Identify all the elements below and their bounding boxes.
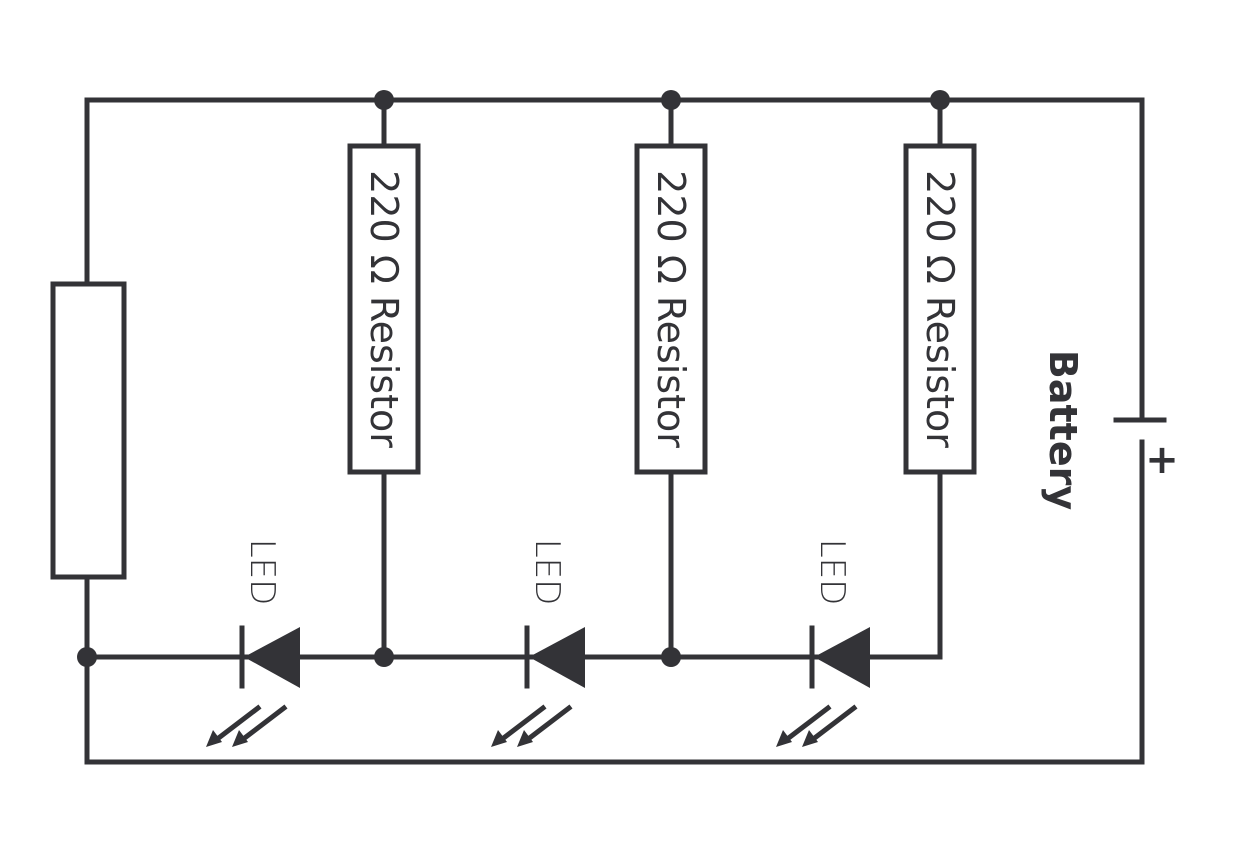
battery-label: Battery bbox=[1041, 350, 1085, 510]
junction-dot bbox=[374, 647, 394, 667]
resistor-label: 220 Ω Resistor bbox=[649, 170, 693, 448]
resistor-1: 220 Ω Resistor bbox=[347, 143, 421, 475]
light-emission-arrows-icon bbox=[776, 704, 858, 747]
junction-dot bbox=[930, 90, 950, 110]
light-emission-arrows-icon bbox=[206, 704, 288, 747]
junction-dot bbox=[661, 647, 681, 667]
led-1: LED bbox=[206, 539, 300, 747]
junction-dot bbox=[661, 90, 681, 110]
resistor-2: 220 Ω Resistor bbox=[634, 143, 708, 475]
resistor-label: 220 Ω Resistor bbox=[918, 170, 962, 448]
led-label: LED bbox=[242, 539, 282, 606]
led-label: LED bbox=[812, 539, 852, 606]
battery-positive-sign: + bbox=[1145, 437, 1179, 483]
junction-dot bbox=[374, 90, 394, 110]
resistor-3: 220 Ω Resistor bbox=[903, 143, 977, 475]
light-emission-arrows-icon bbox=[491, 704, 573, 747]
wires bbox=[84, 97, 1145, 765]
diode-triangle-icon bbox=[244, 627, 300, 688]
led-3: LED bbox=[776, 539, 870, 747]
diode-triangle-icon bbox=[529, 627, 585, 688]
diode-triangle-icon bbox=[814, 627, 870, 688]
resistor-label: 220 Ω Resistor bbox=[362, 170, 406, 448]
battery: + Battery bbox=[1041, 350, 1179, 510]
load-resistor bbox=[50, 281, 127, 580]
led-2: LED bbox=[491, 539, 585, 747]
junction-dot bbox=[77, 647, 97, 667]
junction-dots bbox=[77, 90, 950, 667]
led-label: LED bbox=[527, 539, 567, 606]
